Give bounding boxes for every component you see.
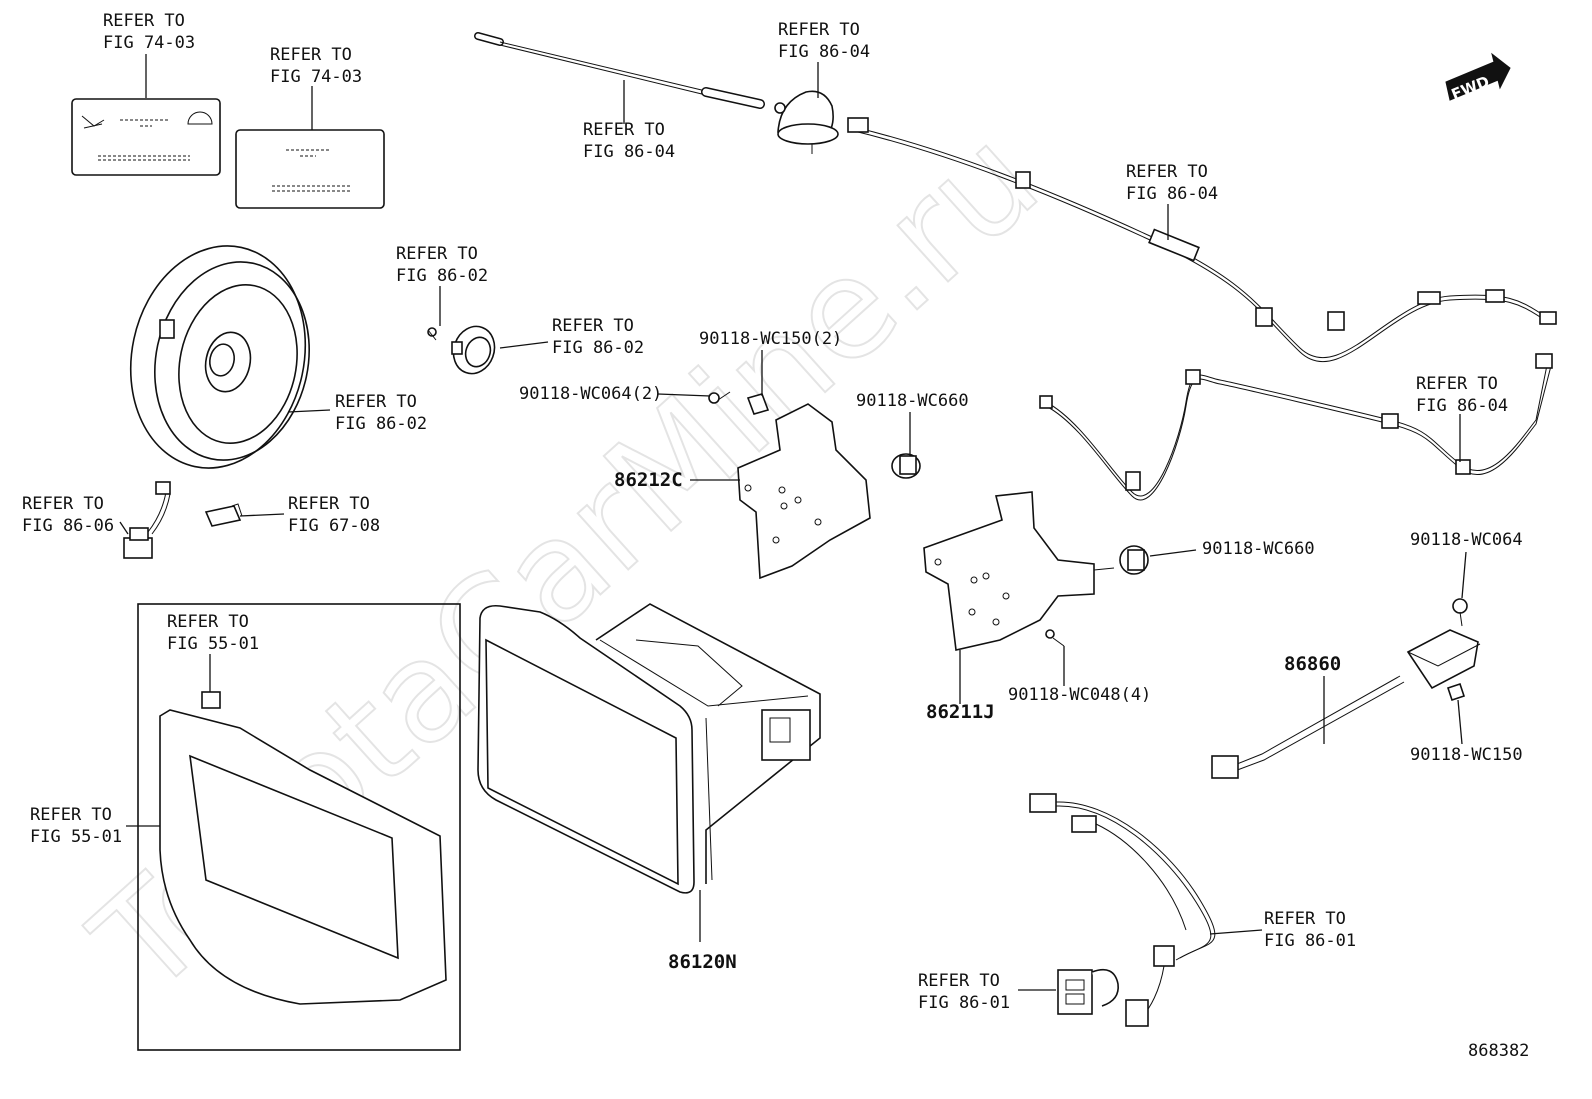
svg-text:FIG 86-04: FIG 86-04 (583, 142, 675, 162)
svg-text:FIG 86-04: FIG 86-04 (1416, 396, 1508, 416)
svg-text:REFER TO: REFER TO (288, 494, 370, 514)
refer-label-r11: REFER TO FIG 67-08 (288, 494, 380, 536)
svg-text:REFER TO: REFER TO (1264, 909, 1346, 929)
screw-wc048 (1045, 629, 1065, 647)
fastener-label-wc048-4: 90118-WC048(4) (1008, 685, 1151, 705)
fwd-arrow-icon: FWD (1445, 52, 1511, 104)
part-number-86212c: 86212C (614, 469, 683, 491)
svg-text:REFER TO: REFER TO (396, 244, 478, 264)
label-card-2 (235, 129, 385, 209)
clip-part (204, 503, 243, 527)
refer-label-r9: REFER TO FIG 86-04 (1416, 374, 1508, 416)
svg-text:REFER TO: REFER TO (335, 392, 417, 412)
refer-label-r10: REFER TO FIG 86-06 (22, 494, 114, 536)
refer-label-r8: REFER TO FIG 86-02 (335, 392, 427, 434)
svg-text:REFER TO: REFER TO (918, 971, 1000, 991)
refer-label-r13: REFER TO FIG 55-01 (30, 805, 122, 847)
refer-label-r14: REFER TO FIG 86-01 (1264, 909, 1356, 951)
fastener-label-wc660-b: 90118-WC660 (1202, 539, 1315, 559)
refer-label-r12: REFER TO FIG 55-01 (167, 612, 259, 654)
bezel (159, 691, 447, 1005)
svg-text:REFER TO: REFER TO (583, 120, 665, 140)
refer-label-r5: REFER TO FIG 86-04 (1126, 162, 1218, 204)
svg-text:REFER TO: REFER TO (103, 11, 185, 31)
refer-label-r2: REFER TO FIG 74-03 (270, 45, 362, 87)
svg-text:FIG 86-04: FIG 86-04 (778, 42, 870, 62)
svg-text:FIG 86-01: FIG 86-01 (918, 993, 1010, 1013)
nut-wc150 (746, 393, 770, 415)
speaker (129, 245, 310, 469)
label-card-1 (71, 98, 221, 176)
svg-text:FIG 86-02: FIG 86-02 (396, 266, 488, 286)
nut-wc660-b (1119, 545, 1149, 575)
svg-text:FIG 86-01: FIG 86-01 (1264, 931, 1356, 951)
svg-text:FIG 86-06: FIG 86-06 (22, 516, 114, 536)
diagram-number: 868382 (1468, 1041, 1529, 1061)
nut-wc660-a (891, 453, 921, 479)
svg-text:FIG 55-01: FIG 55-01 (167, 634, 259, 654)
svg-text:FIG 86-02: FIG 86-02 (552, 338, 644, 358)
fastener-label-wc064-2: 90118-WC064(2) (519, 384, 662, 404)
svg-text:FIG 86-02: FIG 86-02 (335, 414, 427, 434)
svg-text:REFER TO: REFER TO (778, 20, 860, 40)
refer-label-r7: REFER TO FIG 86-02 (552, 316, 644, 358)
cable-86860 (1211, 598, 1481, 779)
antenna-base (774, 90, 839, 154)
fastener-label-wc150-2: 90118-WC150(2) (699, 329, 842, 349)
leader-lines (119, 54, 1467, 991)
part-number-86860: 86860 (1284, 653, 1341, 675)
svg-text:FIG 74-03: FIG 74-03 (103, 33, 195, 53)
svg-text:FIG 86-04: FIG 86-04 (1126, 184, 1218, 204)
part-number-86211j: 86211J (926, 701, 995, 723)
svg-text:REFER TO: REFER TO (30, 805, 112, 825)
svg-text:FIG 55-01: FIG 55-01 (30, 827, 122, 847)
antenna-cable-2 (1039, 353, 1553, 501)
bulb-socket (123, 481, 171, 559)
refer-label-r4: REFER TO FIG 86-04 (778, 20, 870, 62)
svg-text:FIG 74-03: FIG 74-03 (270, 67, 362, 87)
refer-label-r1: REFER TO FIG 74-03 (103, 11, 195, 53)
antenna-cable (847, 117, 1557, 363)
tweeter (427, 325, 496, 375)
svg-text:REFER TO: REFER TO (22, 494, 104, 514)
fastener-label-wc150: 90118-WC150 (1410, 745, 1523, 765)
bracket-right (923, 491, 1115, 651)
fastener-label-wc660-a: 90118-WC660 (856, 391, 969, 411)
svg-text:REFER TO: REFER TO (1416, 374, 1498, 394)
svg-text:FIG 67-08: FIG 67-08 (288, 516, 380, 536)
refer-label-r6: REFER TO FIG 86-02 (396, 244, 488, 286)
antenna-rod (474, 32, 765, 109)
svg-text:REFER TO: REFER TO (1126, 162, 1208, 182)
part-number-86120n: 86120N (668, 951, 737, 973)
screw-wc064 (708, 391, 731, 404)
svg-text:REFER TO: REFER TO (167, 612, 249, 632)
fastener-label-wc064: 90118-WC064 (1410, 530, 1523, 550)
bezel-box (137, 603, 461, 1051)
svg-text:REFER TO: REFER TO (552, 316, 634, 336)
refer-label-r15: REFER TO FIG 86-01 (918, 971, 1010, 1013)
refer-label-r3: REFER TO FIG 86-04 (583, 120, 675, 162)
usb-harness (1029, 793, 1216, 1027)
radio-unit (477, 603, 821, 894)
svg-text:REFER TO: REFER TO (270, 45, 352, 65)
bracket-left (737, 403, 871, 580)
